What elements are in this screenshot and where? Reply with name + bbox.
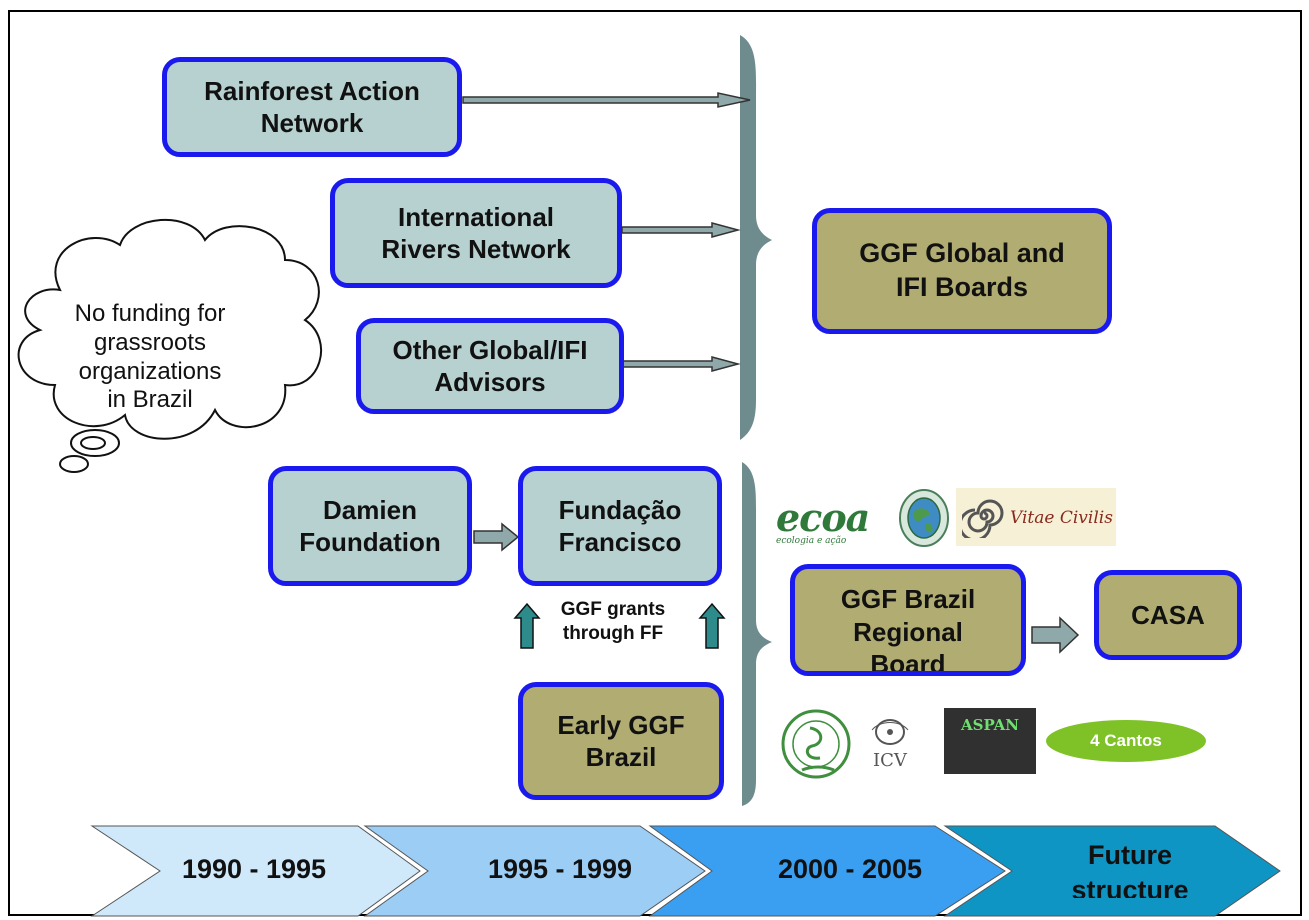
box-label: GGF Global and IFI Boards bbox=[859, 238, 1065, 302]
logo-ecoa-text: ecoa bbox=[776, 495, 870, 540]
logo-globe bbox=[898, 488, 950, 548]
timeline-segment-1 bbox=[90, 825, 421, 917]
box-ggf-brazil-regional-board: GGF Brazil Regional Board bbox=[790, 564, 1026, 676]
icv-eye-icon bbox=[871, 719, 909, 745]
box-label: International Rivers Network bbox=[381, 201, 571, 265]
box-casa: CASA bbox=[1094, 570, 1242, 660]
timeline-label-2: 1995 - 1999 bbox=[487, 854, 633, 884]
globe-icon bbox=[899, 489, 949, 547]
timeline-label-4: Future structure bbox=[1071, 840, 1189, 898]
arrow-irn bbox=[621, 222, 741, 238]
box-label: CASA bbox=[1131, 599, 1205, 630]
logo-4-cantos-text: 4 Cantos bbox=[1090, 731, 1162, 750]
logo-vitae-civilis: Vitae Civilis bbox=[956, 488, 1116, 546]
logo-ecoa-subtext: ecologia e ação bbox=[776, 536, 847, 546]
up-arrows bbox=[513, 602, 726, 649]
logo-vitae-text: Vitae Civilis bbox=[1010, 508, 1113, 528]
timeline-label-3: 2000 - 2005 bbox=[777, 854, 923, 884]
up-arrow-left bbox=[513, 602, 541, 649]
logo-aspan-text: ASPAN bbox=[960, 716, 1019, 734]
bottom-bracket bbox=[742, 462, 772, 806]
spiral-icon bbox=[962, 499, 1004, 538]
logo-aspan: ASPAN bbox=[944, 708, 1036, 774]
cloud-text: No funding for grassroots organizations … bbox=[74, 300, 226, 414]
logo-icv: ICV bbox=[862, 716, 918, 778]
box-ggf-global-ifi-boards: GGF Global and IFI Boards bbox=[812, 208, 1112, 334]
grants-note: GGF grants through FF bbox=[560, 599, 666, 644]
box-label: Other Global/IFI Advisors bbox=[392, 334, 588, 398]
arrow-other bbox=[621, 356, 741, 372]
box-label: Rainforest Action Network bbox=[204, 75, 420, 139]
box-fundacao-francisco: Fundação Francisco bbox=[518, 466, 722, 586]
timeline-segment-2 bbox=[363, 825, 706, 917]
arrow-casa bbox=[1031, 616, 1080, 654]
box-other-global-ifi-advisors: Other Global/IFI Advisors bbox=[356, 318, 624, 414]
up-arrow-right bbox=[698, 602, 726, 649]
box-rainforest-action-network: Rainforest Action Network bbox=[162, 57, 462, 157]
box-label: GGF Brazil Regional Board bbox=[840, 584, 976, 676]
connector-arrows bbox=[462, 92, 1080, 654]
logo-gamba bbox=[780, 708, 852, 780]
arrow-ran bbox=[462, 92, 751, 108]
box-damien-foundation: Damien Foundation bbox=[268, 466, 472, 586]
gamba-logo-icon bbox=[781, 709, 851, 779]
logo-4-cantos: 4 Cantos bbox=[1046, 720, 1206, 762]
box-label: Damien Foundation bbox=[299, 494, 441, 558]
box-label: Fundação Francisco bbox=[558, 494, 682, 558]
arrow-damien bbox=[473, 522, 520, 552]
logo-icv-text: ICV bbox=[873, 750, 907, 771]
timeline bbox=[90, 825, 1281, 917]
box-international-rivers-network: International Rivers Network bbox=[330, 178, 622, 288]
timeline-segment-4 bbox=[943, 825, 1281, 917]
thought-cloud bbox=[17, 219, 322, 473]
box-label: Early GGF Brazil bbox=[557, 709, 685, 773]
timeline-label-1: 1990 - 1995 bbox=[181, 854, 327, 884]
logo-ecoa: ecoa ecologia e ação bbox=[776, 495, 894, 547]
box-early-ggf-brazil: Early GGF Brazil bbox=[518, 682, 724, 800]
timeline-segment-3 bbox=[648, 825, 1006, 917]
top-bracket bbox=[740, 35, 772, 440]
